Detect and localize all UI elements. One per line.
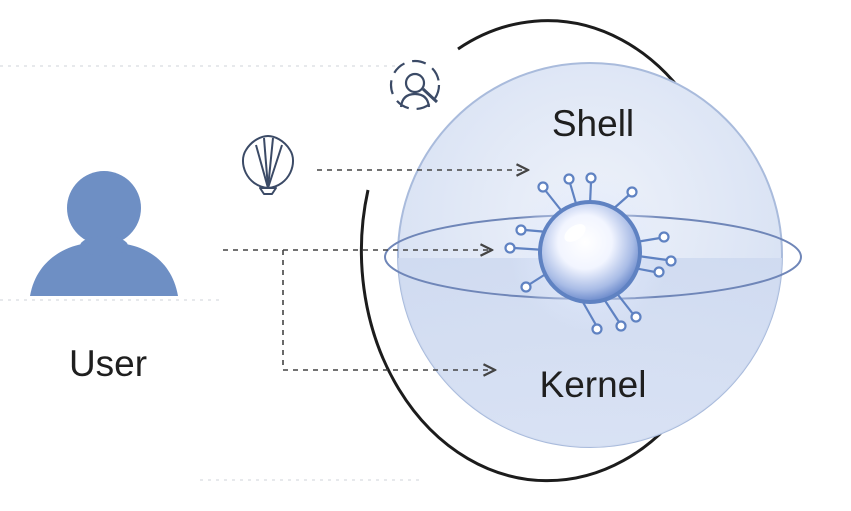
- core-highlight: [564, 224, 586, 242]
- user-label: User: [69, 343, 147, 384]
- user-silhouette-icon: [30, 171, 178, 296]
- kernel-label: Kernel: [540, 364, 647, 405]
- kernel-lower-half: [398, 258, 782, 447]
- background-guides: [0, 65, 420, 481]
- connection-arrows: [223, 170, 528, 370]
- kernel-core: [538, 200, 642, 304]
- shell-label: Shell: [552, 103, 634, 144]
- arrow-to-kernel: [282, 250, 495, 370]
- seashell-icon: [241, 135, 295, 195]
- admin-person-icon: [389, 59, 441, 111]
